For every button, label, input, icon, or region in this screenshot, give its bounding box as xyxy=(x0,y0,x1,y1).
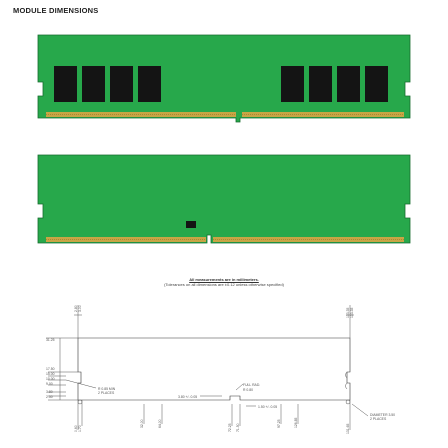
dim-bottom-5: 72.25 xyxy=(228,423,232,432)
gold-contacts-back-right xyxy=(213,237,404,242)
dim-top-left-2: 3.00 xyxy=(78,305,82,312)
spd-chip xyxy=(186,221,196,228)
dim-bottom-9: 131.65 xyxy=(346,424,350,434)
measurement-note-main: All measurements are in millimeters. xyxy=(189,277,259,282)
dim-left-height: 31.25 xyxy=(46,338,55,342)
measurement-note-sub: (Tolerances on all dimensions are ±0.12 … xyxy=(164,282,284,287)
measurement-note: All measurements are in millimeters. (To… xyxy=(0,277,448,287)
dim-bottom-2: 1.70 xyxy=(78,425,82,432)
dimension-drawing xyxy=(46,305,369,430)
memory-chips-right xyxy=(281,66,388,102)
mid-dim: 3.80 +/- 0.05 xyxy=(178,395,197,399)
dim-bottom-8: 126.85 xyxy=(294,418,298,428)
dim-left-b: 15.00 xyxy=(46,372,55,376)
dim-bottom-3: 32.00 xyxy=(140,419,144,428)
dim-bottom-6: 71.50 xyxy=(236,423,240,432)
dim-left-d: 9.00 xyxy=(46,382,53,386)
mid-dim-2: 1.50 +/- 0.05 xyxy=(258,405,277,409)
module-back-view xyxy=(37,154,411,244)
dim-top-right: 133.35 xyxy=(346,308,350,318)
dim-left-e: 3.80 xyxy=(46,390,53,394)
dim-top-left: 2.80 xyxy=(74,305,78,312)
memory-chips-left xyxy=(54,66,161,102)
page-title: MODULE DIMENSIONS xyxy=(13,6,99,15)
dim-top-right-2: 133.35 xyxy=(350,308,354,318)
dim-left-f: 2.50 xyxy=(46,395,53,399)
dim-bottom-1: 0.60 xyxy=(74,425,78,432)
dim-left-a: 17.50 xyxy=(46,367,55,371)
dim-bottom-4: 64.00 xyxy=(158,419,162,428)
full-rad-sub: R 0.80 xyxy=(243,388,253,392)
full-rad-label: FULL RAD. xyxy=(243,383,260,387)
dim-left-c: 10.00 xyxy=(46,377,55,381)
dim-bottom-7: 97.25 xyxy=(277,419,281,428)
